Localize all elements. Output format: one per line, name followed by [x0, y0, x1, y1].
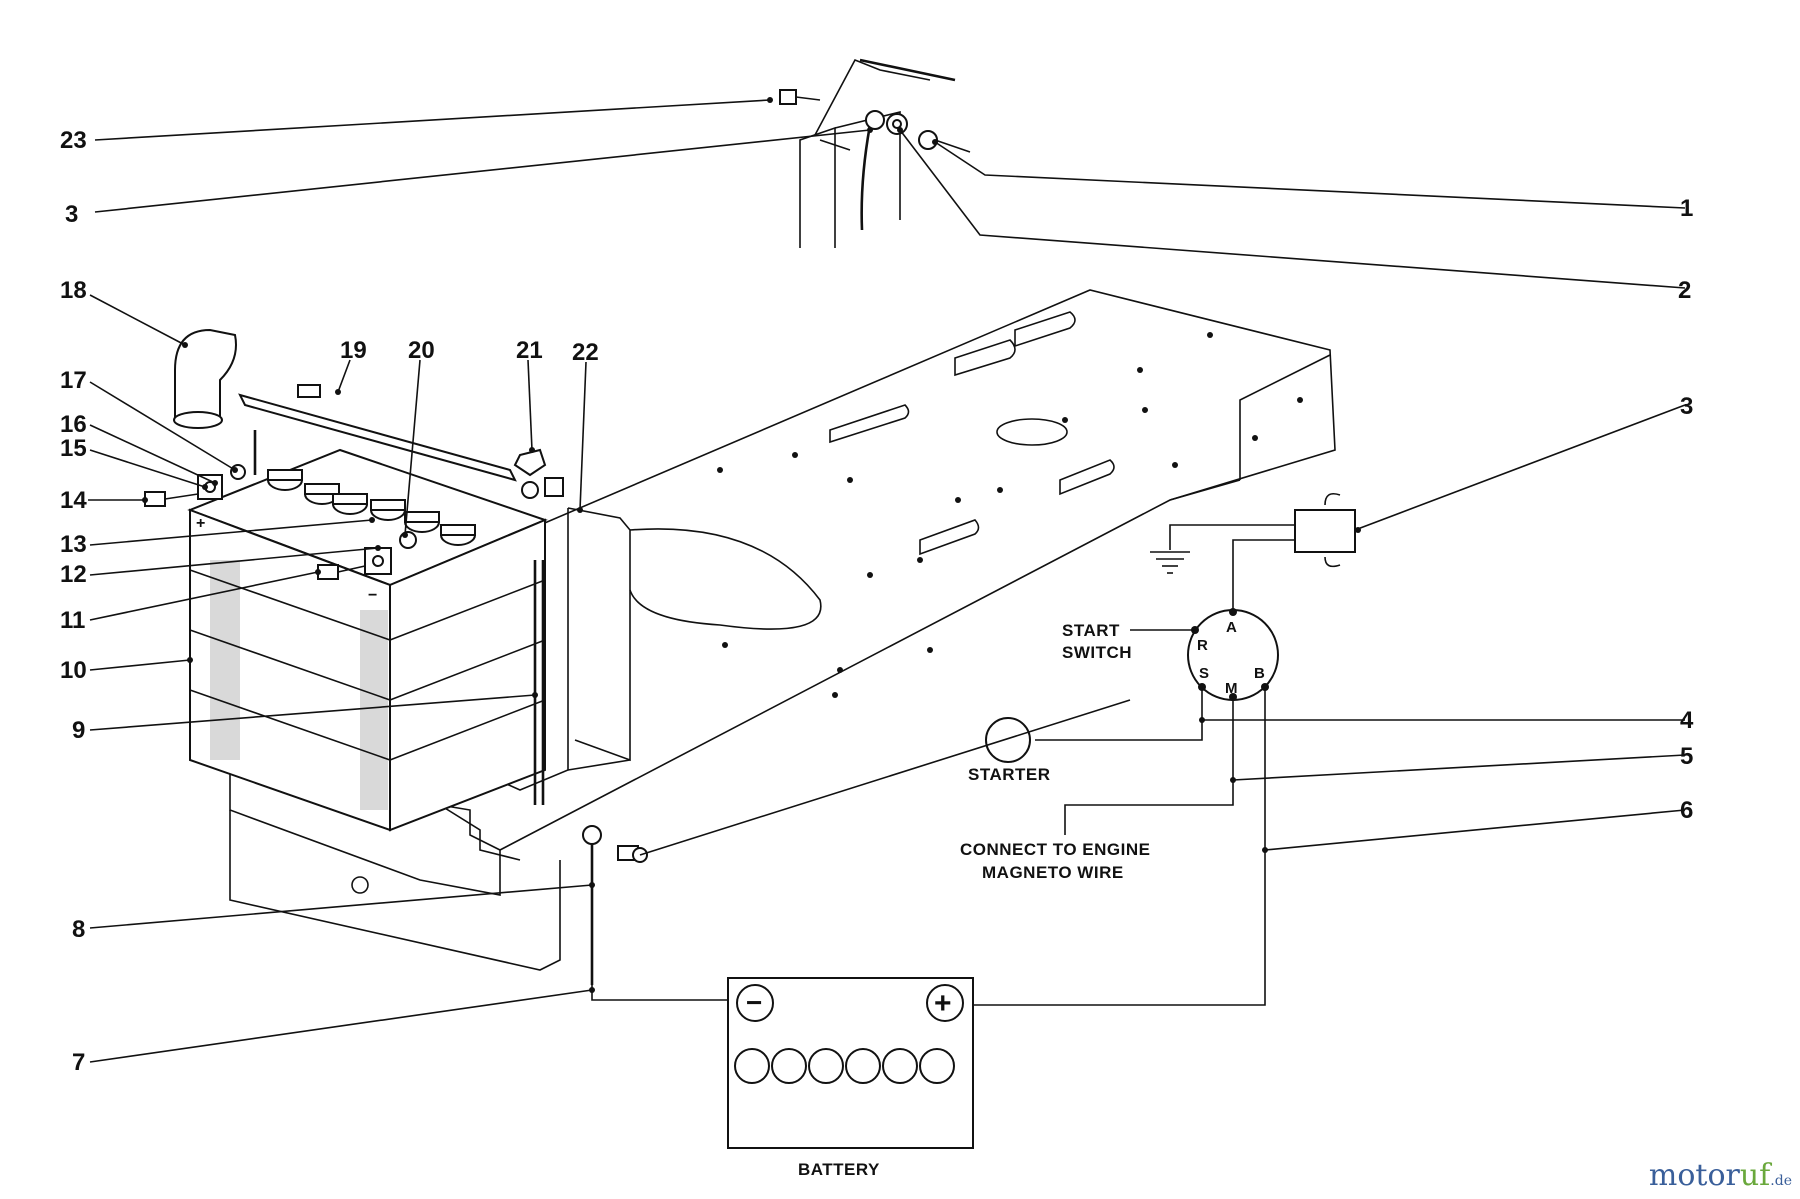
callout-19: 19: [340, 337, 367, 364]
battery-symbol: − +: [727, 977, 974, 1149]
captions: START SWITCH STARTER CONNECT TO ENGINE M…: [798, 621, 1150, 1179]
callout-14: 14: [60, 487, 87, 514]
battery-assembly: + −: [144, 328, 564, 832]
ground-bracket-assembly: [779, 58, 971, 248]
battery-positive-mark: +: [196, 515, 205, 532]
watermark-part-1: motor: [1648, 1158, 1740, 1193]
callout-10: 10: [60, 657, 87, 684]
terminal-m: M: [1225, 680, 1238, 697]
terminal-s: S: [1199, 665, 1209, 682]
callout-20: 20: [408, 337, 435, 364]
callout-3-top: 3: [65, 201, 78, 228]
callout-9: 9: [72, 717, 85, 744]
callout-8: 8: [72, 916, 85, 943]
start-switch: A R S M B: [1187, 608, 1279, 701]
callout-17: 17: [60, 367, 87, 394]
battery-ground-cable: [582, 825, 728, 1001]
callout-22: 22: [572, 339, 599, 366]
callout-16: 16: [60, 411, 87, 438]
battery-vent-caps: [267, 469, 476, 546]
callout-4: 4: [1680, 707, 1694, 734]
callout-2: 2: [1678, 277, 1691, 304]
watermark-part-2: uf: [1739, 1158, 1771, 1193]
callout-13: 13: [60, 531, 87, 558]
magneto-label-2: MAGNETO WIRE: [982, 863, 1124, 882]
terminal-b: B: [1254, 665, 1265, 682]
callout-6: 6: [1680, 797, 1693, 824]
callout-15: 15: [60, 435, 87, 462]
ground-symbol-icon: [1150, 551, 1190, 574]
leader-lines: [88, 97, 1686, 1063]
solenoid: [1169, 492, 1356, 610]
watermark-part-3: .de: [1770, 1173, 1792, 1189]
wiring-schematic: A R S M B − +: [727, 492, 1356, 1149]
battery-negative-icon: −: [746, 987, 762, 1018]
callout-5: 5: [1680, 743, 1693, 770]
callout-numbers: 23 3 1 2 18 19 20 21 22 17 16 15 14 13 1…: [60, 127, 1694, 1076]
terminal-a: A: [1226, 619, 1237, 636]
vent-elbow: [173, 328, 237, 429]
start-switch-label-2: SWITCH: [1062, 643, 1132, 662]
terminal-clamp-negative: [317, 531, 417, 580]
battery-label: BATTERY: [798, 1160, 880, 1179]
callout-23: 23: [60, 127, 87, 154]
start-switch-label-1: START: [1062, 621, 1120, 640]
callout-12: 12: [60, 561, 87, 588]
battery-hold-down: [238, 384, 564, 805]
callout-7: 7: [72, 1049, 85, 1076]
starter-label: STARTER: [968, 765, 1051, 784]
magneto-label-1: CONNECT TO ENGINE: [960, 840, 1150, 859]
terminal-r: R: [1197, 637, 1208, 654]
callout-3-right: 3: [1680, 393, 1693, 420]
battery-positive-icon: +: [934, 987, 952, 1020]
battery-negative-mark: −: [368, 587, 377, 604]
starter-motor: [985, 717, 1031, 763]
callout-18: 18: [60, 277, 87, 304]
callout-21: 21: [516, 337, 543, 364]
watermark-logo: motoruf.de: [1649, 1158, 1792, 1193]
callout-11: 11: [60, 607, 85, 634]
callout-1: 1: [1680, 195, 1693, 222]
tractor-frame: [229, 289, 1336, 971]
